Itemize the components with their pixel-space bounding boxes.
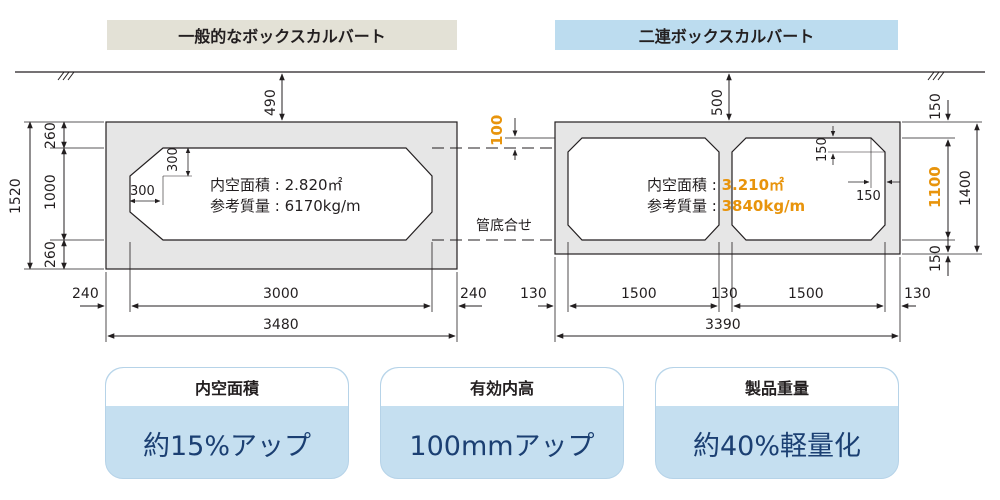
left-total-width: 3480 [263,317,299,333]
card-title: 有効内高 [381,368,623,406]
right-total-width: 3390 [705,317,741,333]
left-haunch-h: 300 [130,184,155,199]
right-haunch-v: 150 [815,137,830,162]
left-mass: 参考質量 : 6170kg/m [210,197,361,215]
left-total-height: 1520 [8,178,24,214]
right-area: 内空面積 : 3.210㎡ [647,176,784,194]
card-product-weight: 製品重量 約40%軽量化 [655,367,899,479]
right-bottom-slab: 150 [928,245,944,272]
header-general-box: 一般的なボックスカルバート [107,20,457,50]
card-title: 製品重量 [656,368,898,406]
right-total-height: 1400 [958,170,974,206]
left-area: 内空面積 : 2.820㎡ [210,176,343,194]
right-inner-height: 1100 [926,166,944,208]
ground-hatch-right [927,71,945,81]
right-cell-left-width: 1500 [621,286,657,302]
card-inner-height: 有効内高 100mmアップ [380,367,624,479]
right-cell-right-width: 1500 [788,286,824,302]
left-wall-right: 240 [460,286,487,302]
card-value: 約40%軽量化 [692,430,861,462]
pipe-alignment-label: 管底合せ [476,218,532,234]
right-mass: 参考質量 : 3840kg/m [647,197,805,215]
left-wall-left: 240 [72,286,99,302]
header-double-box: 二連ボックスカルバート [555,20,898,50]
right-top-clearance: 500 [710,89,726,116]
right-culvert: 内空面積 : 3.210㎡ 参考質量 : 3840kg/m 150 150 [554,121,901,255]
left-bottom-slab: 260 [43,241,59,268]
ground-hatch-left [57,71,75,81]
right-height-diff: 100 [488,115,506,146]
left-top-clearance: 490 [263,89,279,116]
card-title: 内空面積 [106,368,348,406]
right-wall-left: 130 [520,286,547,302]
right-cell-left [567,137,720,241]
left-culvert-opening [129,147,433,241]
right-wall-right: 130 [904,286,931,302]
left-haunch-v: 300 [166,147,181,172]
left-culvert: 300 300 内空面積 : 2.820㎡ 参考質量 : 6170kg/m [105,121,458,270]
card-value: 約15%アップ [142,430,311,462]
right-top-slab: 150 [928,93,944,120]
left-top-slab: 260 [43,122,59,149]
card-value: 100mmアップ [409,430,595,462]
right-wall-mid: 130 [711,286,738,302]
left-inner-height: 1000 [43,174,59,210]
left-inner-width: 3000 [263,286,299,302]
right-cell-right [731,137,886,241]
card-inner-area: 内空面積 約15%アップ [105,367,349,479]
right-haunch-h: 150 [856,189,881,204]
